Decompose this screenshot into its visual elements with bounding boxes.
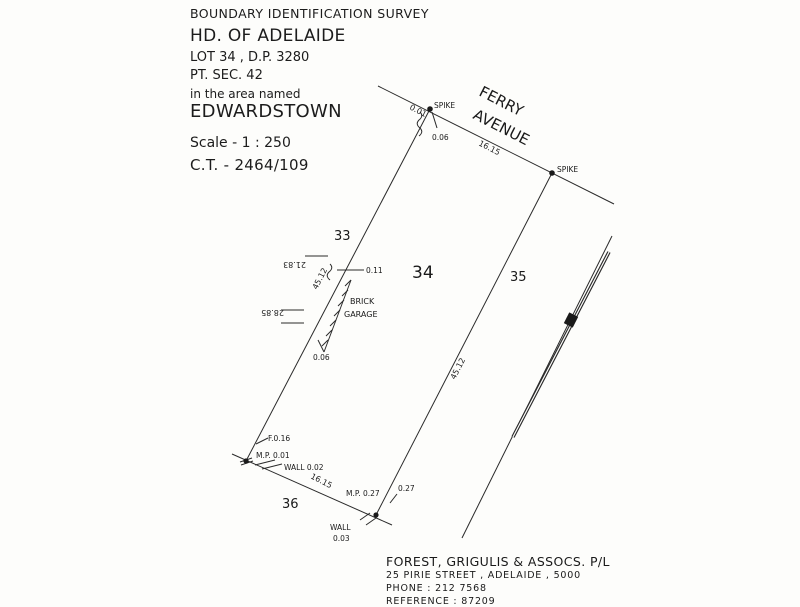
svg-text:21.83: 21.83 (283, 260, 306, 269)
west-side-dimension: 45.12 (311, 266, 329, 290)
ne-spike-label: SPIKE (557, 165, 578, 174)
garage-offset-lower: 28.85 (261, 308, 304, 324)
section-label: PT. SEC. 42 (190, 68, 263, 83)
hundred-label: HD. OF ADELAIDE (190, 26, 346, 46)
se-offset-label: 0.27 (398, 484, 415, 493)
se-corner-marker (373, 512, 379, 518)
garage-offset-upper: 21.83 (283, 255, 328, 269)
firm-reference: REFERENCE : 87209 (386, 596, 496, 607)
area-note: in the area named (190, 87, 301, 101)
nw-offset-arrow (431, 111, 438, 129)
fence-post (563, 312, 579, 328)
se-wall-label: WALL (330, 523, 351, 532)
garage-label-line1: BRICK (350, 297, 375, 306)
garage-top-offset-label: 0.11 (366, 266, 383, 275)
firm-address: 25 PIRIE STREET , ADELAIDE , 5000 (386, 570, 581, 581)
sw-corner-marker (243, 458, 249, 464)
nw-spike-label: SPIKE (434, 101, 455, 110)
rear-dimension: 16.15 (309, 472, 333, 490)
west-boundary-line (245, 108, 431, 462)
scale-label: Scale - 1 : 250 (190, 135, 291, 151)
svg-text:28.85: 28.85 (261, 308, 284, 317)
garage-bottom-offset-label: 0.06 (313, 353, 330, 362)
garage-wall (321, 279, 352, 353)
lot-36-label: 36 (282, 497, 299, 512)
certificate-title-label: C.T. - 2464/109 (190, 156, 309, 174)
firm-phone: PHONE : 212 7568 (386, 583, 487, 594)
garage-fence-squiggle (326, 263, 333, 281)
sw-wall-label: WALL 0.02 (284, 463, 324, 472)
sw-fence-label: F.0.16 (268, 434, 290, 443)
nw-offset-label: 0.06 (432, 133, 449, 142)
nw-spike-marker (427, 106, 433, 112)
nw-corner-value: 0.01 (408, 103, 428, 119)
se-wall-value: 0.03 (333, 534, 350, 543)
ne-spike-marker (549, 170, 555, 176)
se-mark-label: M.P. 0.27 (346, 489, 380, 498)
suburb-label: EDWARDSTOWN (190, 101, 342, 122)
lot-33-label: 33 (334, 229, 351, 244)
garage-bottom-offset-arrow (317, 339, 325, 353)
lot-label: LOT 34 , D.P. 3280 (190, 50, 310, 65)
street-alignment-line (377, 85, 615, 205)
nw-fence-squiggle (416, 111, 423, 137)
firm-name: FOREST, GRIGULIS & ASSOCS. P/L (386, 554, 610, 569)
sw-mark-label: M.P. 0.01 (256, 451, 290, 460)
rear-boundary-line (231, 453, 393, 526)
lot-34-label: 34 (412, 263, 434, 283)
lot-35-label: 35 (510, 270, 527, 285)
east-boundary-line (375, 172, 553, 516)
survey-title: BOUNDARY IDENTIFICATION SURVEY (190, 6, 429, 21)
garage-label-line2: GARAGE (344, 310, 378, 319)
